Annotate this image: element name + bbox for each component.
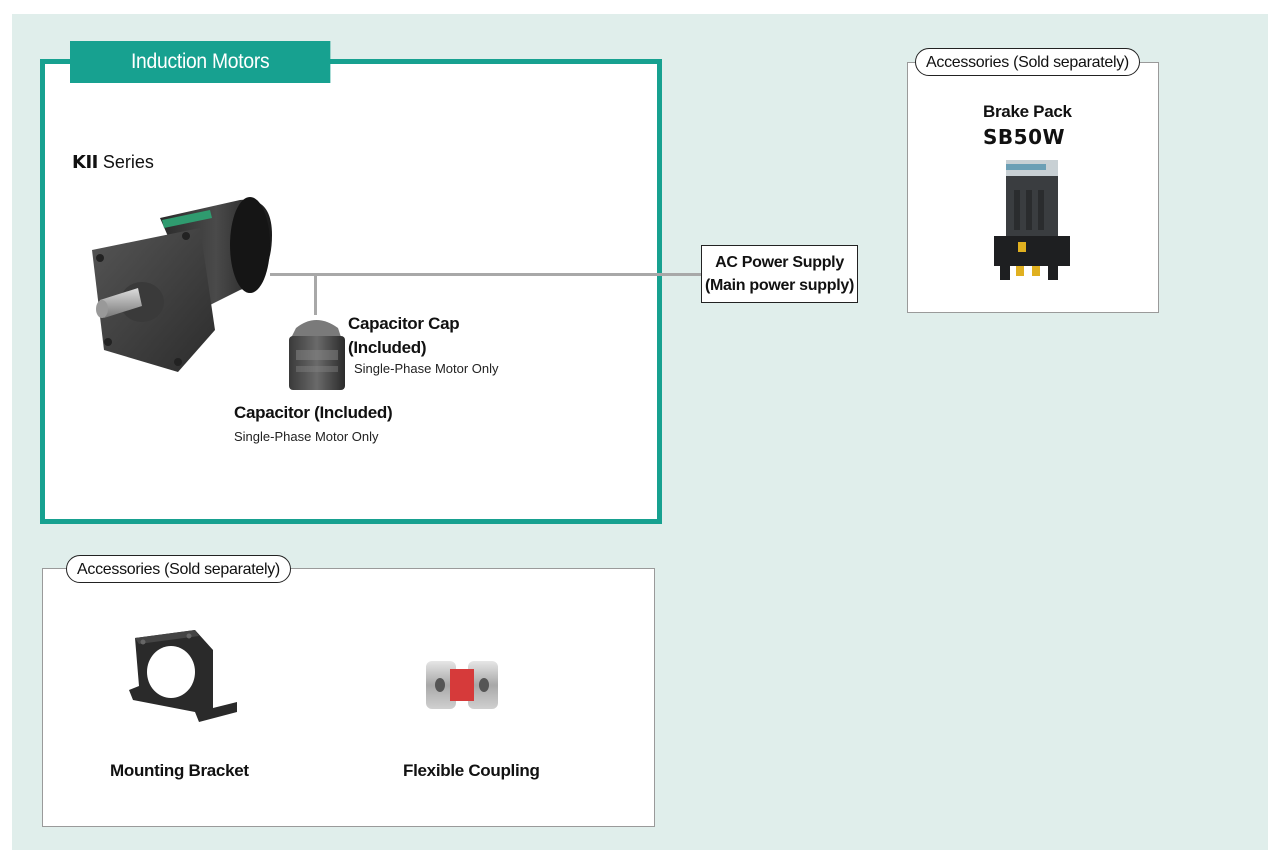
- brake-pack-icon: [994, 160, 1070, 280]
- capacitor-wire: [314, 273, 317, 315]
- capacitor-icon: [289, 320, 345, 390]
- flexible-coupling-label: Flexible Coupling: [403, 761, 540, 780]
- accessories-right-heading: Accessories (Sold separately): [915, 48, 1140, 76]
- power-line1: AC Power Supply: [715, 254, 844, 271]
- bottom-accessories-frame: [42, 568, 655, 827]
- ac-power-supply-box: AC Power Supply (Main power supply): [701, 245, 858, 303]
- brake-pack-name: Brake Pack: [983, 102, 1072, 121]
- mounting-bracket-label: Mounting Bracket: [110, 761, 249, 780]
- induction-motor-icon: [92, 197, 272, 372]
- capacitor-cap-note: Single-Phase Motor Only: [354, 361, 499, 376]
- series-name: KII: [72, 152, 98, 173]
- capacitor-cap-label-line1: Capacitor Cap: [348, 314, 460, 333]
- power-wire: [270, 273, 702, 276]
- flexible-coupling-icon: [426, 661, 498, 709]
- accessories-bottom-heading: Accessories (Sold separately): [66, 555, 291, 583]
- induction-motors-tab: Induction Motors: [70, 41, 331, 83]
- series-suffix: Series: [97, 152, 154, 172]
- brake-pack-code: SB50W: [983, 125, 1066, 149]
- capacitor-label: Capacitor (Included): [234, 403, 393, 422]
- mounting-bracket-icon: [129, 630, 237, 722]
- power-line2: (Main power supply): [705, 277, 854, 294]
- series-label: KII Series: [72, 152, 154, 173]
- capacitor-cap-label-line2: (Included): [348, 338, 427, 357]
- capacitor-note: Single-Phase Motor Only: [234, 429, 379, 444]
